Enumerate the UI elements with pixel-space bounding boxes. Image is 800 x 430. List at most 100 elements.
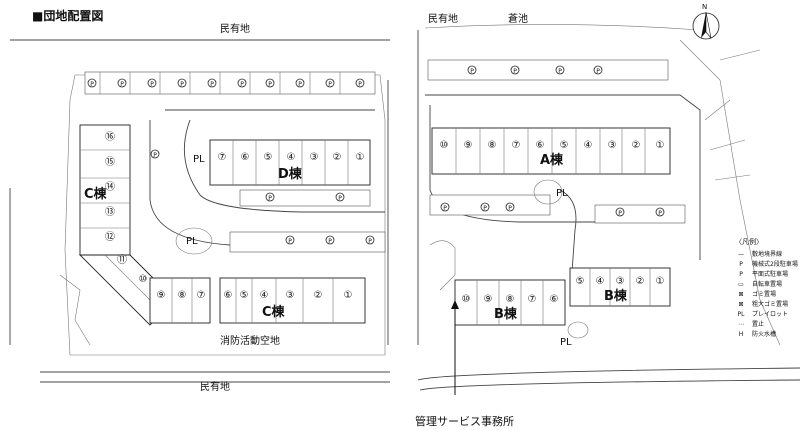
contours-east (704, 49, 761, 181)
legend-symbol: PL (738, 311, 746, 318)
label-fire-space: 消防活動空地 (220, 334, 280, 347)
parking-mark-label: P (470, 68, 474, 75)
legend-symbol: H (739, 331, 744, 338)
building-b-upper (569, 267, 671, 307)
parking-mark-label: P (483, 205, 487, 212)
unit-number-c: ⑦ (197, 290, 206, 301)
parking-mark (285, 235, 295, 245)
road-bottom-right (417, 367, 800, 391)
unit-number-d: ① (356, 152, 365, 163)
parking-mark (265, 78, 275, 88)
boundary-east (679, 39, 781, 346)
unit-number-b: ② (636, 276, 645, 287)
unit-number-b: ① (656, 276, 665, 287)
label-management-office: 管理サービス事務所 (415, 414, 514, 428)
legend-symbol: ⊠ (738, 301, 743, 308)
parking-mark-label: P (120, 81, 124, 88)
building-c-name: C棟 (262, 304, 286, 320)
unit-number-c: ⑩ (139, 274, 148, 285)
site-boundary-left (64, 74, 386, 356)
unit-number-b: ⑥ (550, 294, 559, 305)
parking-mid-right (429, 194, 551, 216)
legend-symbol: ▭ (738, 281, 744, 288)
unit-number-c: ⑯ (105, 131, 115, 143)
legend-symbol: P (739, 271, 743, 278)
parking-mid-left (239, 189, 371, 207)
unit-number-b: ③ (616, 276, 625, 287)
unit-number-d: ⑦ (218, 152, 227, 163)
parking-mark-label: P (90, 81, 94, 88)
pl-label-1: PL (193, 154, 205, 165)
unit-number-d: ⑥ (241, 152, 250, 163)
legend-label: 置止 (752, 320, 764, 328)
pl-label-3: PL (556, 188, 568, 199)
label-aoike: 蒼池 (508, 12, 528, 25)
legend-label: 平面式駐車場 (752, 270, 788, 278)
unit-number-a: ⑧ (488, 140, 497, 151)
building-d (209, 139, 371, 186)
parking-row-top-left (84, 71, 376, 95)
label-minyuchi-top: 民有地 (220, 22, 250, 35)
unit-number-d: ④ (287, 152, 296, 163)
parking-mark-label: P (596, 68, 600, 75)
pl-label-2: PL (186, 236, 198, 247)
parking-mark-label: P (618, 210, 622, 217)
legend-label: 防火水槽 (752, 330, 776, 338)
building-c-horizontal (149, 277, 366, 324)
boundary-top-right (424, 24, 701, 31)
unit-number-c: ⑮ (105, 156, 115, 168)
legend-label: 自転車置場 (752, 280, 782, 288)
unit-number-a: ① (656, 140, 665, 151)
unit-number-a: ⑦ (512, 140, 521, 151)
building-b-name: B棟 (494, 306, 518, 322)
playlot-circle-a (533, 179, 563, 205)
pl-label-4: PL (560, 337, 572, 348)
unit-number-c: ③ (286, 290, 295, 301)
path-b-west (429, 240, 456, 291)
parking-mark-label: P (558, 68, 562, 75)
parking-mark (265, 192, 275, 202)
parking-mark-label: P (288, 238, 292, 245)
legend-label: 機械式2段駐車場 (752, 260, 798, 268)
parking-mark (467, 65, 477, 75)
unit-number-c: ⑭ (105, 181, 115, 193)
parking-mark-label: P (180, 81, 184, 88)
parking-mark (177, 78, 187, 88)
parking-mark (655, 207, 665, 217)
unit-number-c: ⑤ (240, 290, 249, 301)
parking-mark (355, 78, 365, 88)
unit-number-c: ⑧ (178, 290, 187, 301)
parking-low-left (229, 231, 386, 253)
parking-mark (440, 202, 450, 212)
parking-mark (87, 78, 97, 88)
label-minyuchi-right: 民有地 (428, 12, 458, 25)
parking-mark-label: P (153, 152, 157, 159)
unit-number-c: ④ (260, 290, 269, 301)
unit-number-d: ⑤ (264, 152, 273, 163)
parking-mark (237, 78, 247, 88)
parking-mark (325, 78, 335, 88)
playlot-circle-left (175, 227, 213, 255)
unit-number-b: ⑩ (462, 294, 471, 305)
slope-left (59, 274, 91, 346)
parking-mark (335, 192, 345, 202)
unit-number-b: ④ (596, 276, 605, 287)
building-d-name: D棟 (278, 166, 303, 182)
unit-number-a: ④ (584, 140, 593, 151)
unit-number-c: ② (314, 290, 323, 301)
parking-mark (325, 235, 335, 245)
unit-number-c: ⑪ (117, 254, 127, 266)
unit-number-c: ⑫ (105, 231, 115, 243)
parking-mark (117, 78, 127, 88)
unit-number-b: ⑨ (484, 294, 493, 305)
unit-number-c: ⑥ (224, 290, 233, 301)
label-minyuchi-bottom: 民有地 (200, 380, 230, 393)
unit-number-a: ② (632, 140, 641, 151)
parking-mark-label: P (508, 205, 512, 212)
internal-road-left (149, 109, 385, 246)
unit-number-a: ⑥ (536, 140, 545, 151)
